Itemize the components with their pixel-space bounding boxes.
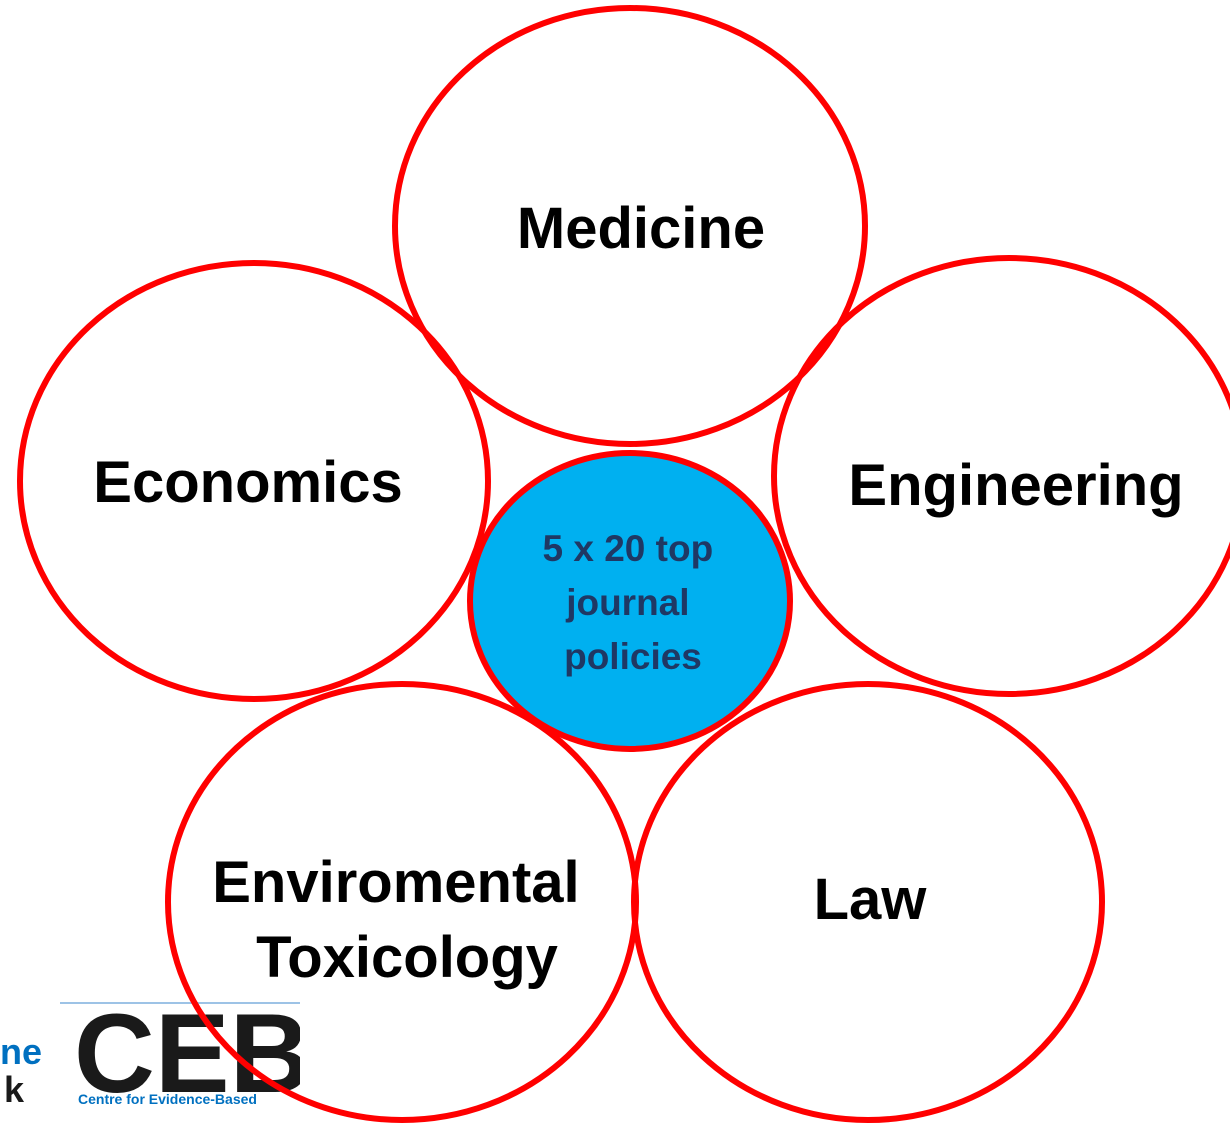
economics-ring [17, 260, 491, 702]
ceb-logo-caption: Centre for Evidence-Based [78, 1091, 257, 1107]
environmental-label: Enviromental Toxicology [212, 850, 596, 990]
discipline-circle-engineering: Engineering [771, 255, 1230, 697]
discipline-circle-medicine: Medicine [392, 5, 868, 447]
partial-logo-text-bottom: k [4, 1069, 25, 1110]
center-label-line: policies [564, 636, 702, 677]
engineering-label: Engineering [848, 453, 1183, 518]
center-label: 5 x 20 top journal policies [543, 528, 724, 677]
logo-area: ne k CEB Centre for Evidence-Based [0, 991, 310, 1116]
center-circle [467, 450, 793, 752]
medicine-label: Medicine [517, 196, 765, 261]
discipline-circle-economics: Economics [17, 260, 491, 702]
engineering-ring [771, 255, 1230, 697]
center-label-line: 5 x 20 top [543, 528, 714, 569]
law-ring [631, 681, 1105, 1123]
environmental-label-line: Enviromental [212, 850, 579, 915]
center-label-line: journal [565, 582, 689, 623]
ceb-logo-mark: CEB [74, 991, 310, 1116]
law-label: Law [814, 867, 928, 932]
economics-label: Economics [93, 450, 402, 515]
medicine-ring [392, 5, 868, 447]
center-circle-group: 5 x 20 top journal policies [467, 450, 793, 752]
discipline-circle-law: Law [631, 681, 1105, 1123]
partial-logo-text-top: ne [0, 1031, 42, 1072]
environmental-label-line: Toxicology [256, 925, 558, 990]
discipline-circle-environmental-toxicology: Enviromental Toxicology [165, 681, 639, 1123]
